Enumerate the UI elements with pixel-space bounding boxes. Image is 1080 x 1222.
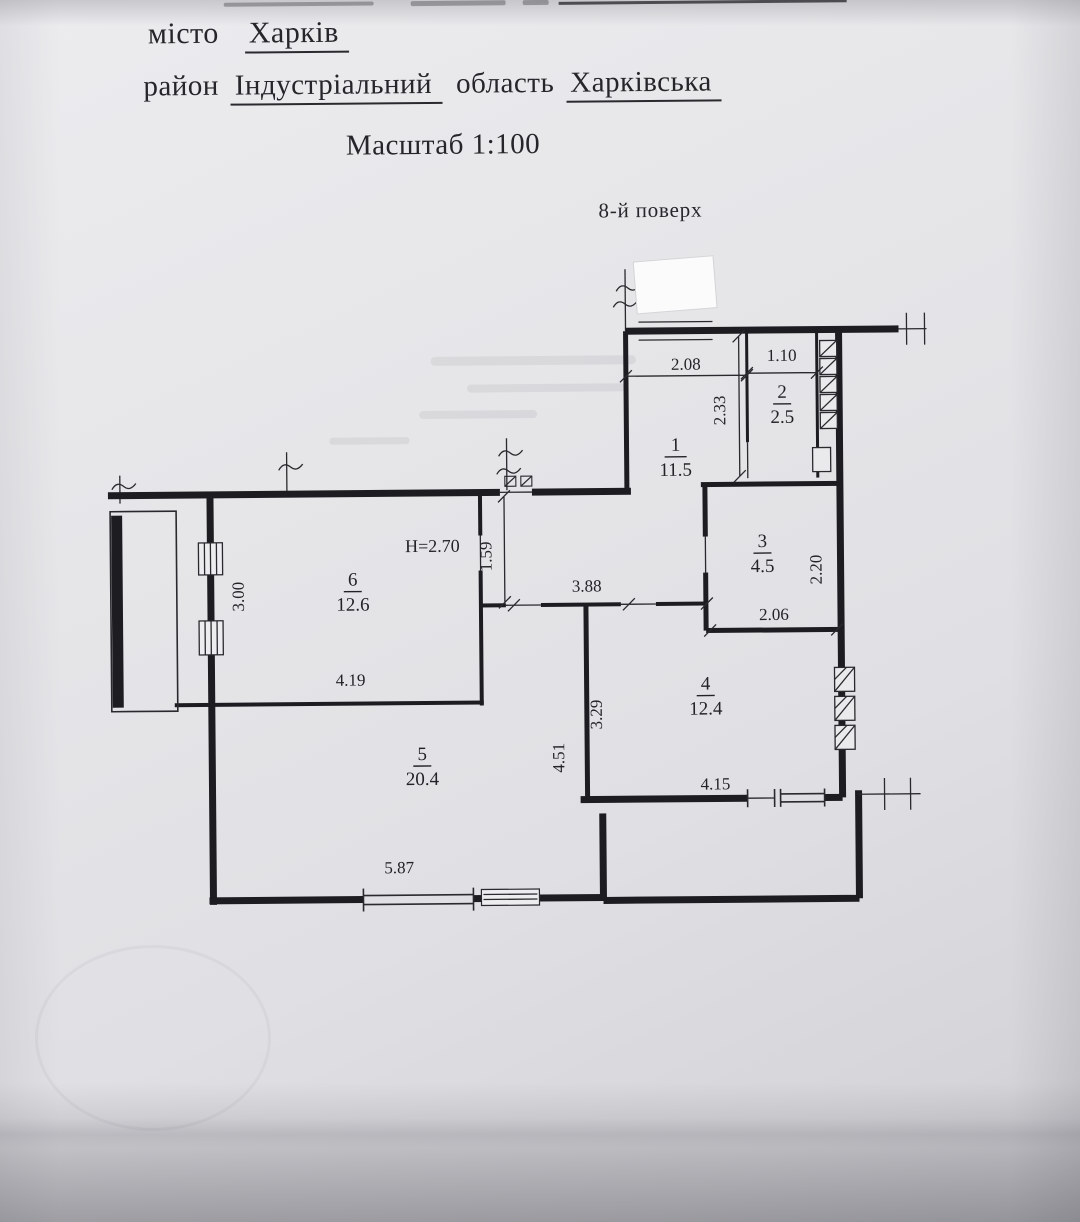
- room3-top-wall: [700, 480, 840, 488]
- hall-door-openings: [505, 603, 656, 606]
- city-label: місто: [147, 16, 219, 51]
- room5-number: 5: [417, 744, 427, 765]
- room4-south-wall: [580, 793, 843, 804]
- right-extension-line: [858, 793, 921, 795]
- door-symbols: [504, 475, 533, 487]
- city-value: Харків: [244, 15, 350, 54]
- dim-room3-depth: 2.20: [806, 555, 825, 585]
- scale-title: Масштаб 1:100: [345, 127, 541, 162]
- dim-hall-leg-depth: 1.59: [476, 542, 495, 572]
- room1-top-window: [638, 320, 713, 341]
- dim-hall-length: 3.88: [572, 576, 602, 595]
- room4-balcony-window: [780, 792, 825, 803]
- bleed-through-artifact: [329, 355, 636, 445]
- dim-corridor-top-width: 2.08: [671, 355, 701, 374]
- ceiling-height-label: H=2.70: [405, 536, 460, 556]
- room3-area: 4.5: [751, 556, 775, 577]
- region-label: область: [455, 66, 555, 100]
- dimension-labels: 2.08 1.10 2.33 H=2.70 1.59 3.88 2.06 2.2…: [229, 346, 826, 878]
- room1-number: 1: [671, 435, 681, 456]
- room4-number: 4: [701, 674, 711, 695]
- dim-room4-depth: 3.29: [587, 700, 606, 730]
- dim-room2-depth: 2.33: [710, 395, 729, 425]
- window-sill-detail: [480, 888, 541, 907]
- top-wall: [625, 325, 899, 335]
- room1-room2-partition: [745, 330, 750, 443]
- dim-room6-depth: 3.00: [229, 582, 248, 612]
- dim-room5-depth: 4.51: [549, 743, 568, 773]
- region-value: Харківська: [566, 65, 722, 103]
- room6-bottom-wall: [174, 700, 484, 708]
- city-line: місто Харків: [147, 15, 350, 54]
- dim-room6-width: 4.19: [336, 671, 366, 690]
- corridor-left-wall: [623, 331, 630, 492]
- district-label: район: [143, 69, 219, 103]
- balcony: [109, 510, 224, 713]
- floor-plan-drawing: 2.08 1.10 2.33 H=2.70 1.59 3.88 2.06 2.2…: [107, 255, 927, 912]
- room6-right-wall: [477, 492, 484, 706]
- room6-area: 12.6: [336, 594, 369, 615]
- balcony-side-wall: [111, 515, 124, 708]
- loggia-walls: [599, 790, 863, 904]
- room4-area: 12.4: [689, 698, 723, 719]
- room-labels: 1 11.5 2 2.5 3 4.5 4 12.4 5 20.4 6 12.6: [336, 382, 794, 790]
- long-north-wall: [107, 487, 631, 500]
- top-right-ticks: [905, 312, 926, 345]
- white-sticker-patch: [632, 255, 718, 315]
- south-wall: [209, 893, 606, 905]
- cut-off-underline-artifact: [558, 0, 847, 5]
- dim-room2-width: 1.10: [767, 346, 797, 365]
- dim-room3-width: 2.06: [759, 605, 789, 624]
- break-line-marks: [111, 269, 641, 504]
- room3-bottom-wall: [706, 626, 842, 634]
- cut-off-text-artifact: [223, 1, 374, 7]
- room2-number: 2: [777, 382, 787, 403]
- balcony-outline: [109, 510, 179, 713]
- dim-room4-width: 4.15: [701, 774, 731, 793]
- cut-off-text-artifact: [522, 0, 549, 6]
- district-value: Індустріальний: [230, 67, 443, 106]
- vent-shafts: [811, 339, 856, 751]
- district-region-line: район Індустріальний область Харківська: [143, 65, 736, 106]
- floor-title: 8-й поверх: [598, 197, 703, 223]
- window-sill-lines: [483, 893, 538, 901]
- room3-number: 3: [758, 531, 768, 552]
- room2-area: 2.5: [770, 407, 794, 428]
- right-ticks: [883, 777, 912, 811]
- room5-area: 20.4: [406, 769, 440, 790]
- room4-room5-partition: [583, 604, 591, 800]
- wall-niche: [811, 446, 832, 473]
- room5-window: [363, 893, 474, 906]
- balcony-window: [197, 542, 224, 656]
- west-wall: [206, 494, 218, 905]
- room5-window-jambs: [362, 887, 475, 912]
- room1-area: 11.5: [659, 460, 692, 481]
- room6-number: 6: [348, 570, 358, 591]
- windows: [362, 320, 826, 912]
- inner-walls: [174, 329, 842, 800]
- cut-off-text-artifact: [410, 0, 506, 7]
- dim-room5-width: 5.87: [384, 858, 414, 877]
- dimension-lines: [497, 329, 844, 638]
